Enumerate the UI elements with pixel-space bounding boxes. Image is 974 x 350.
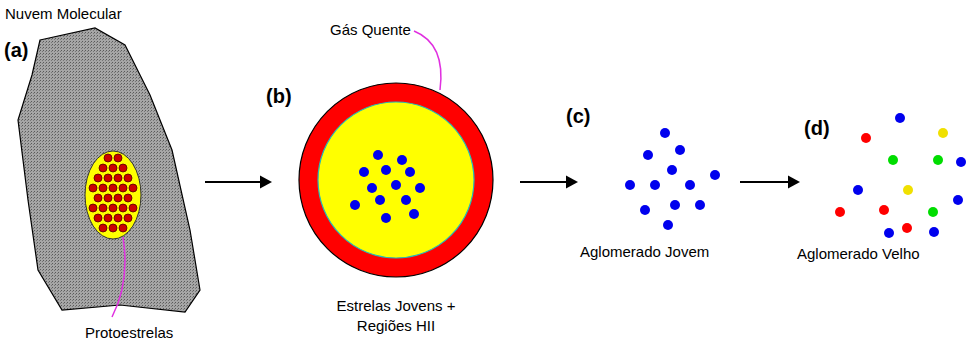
young-stars: [375, 195, 385, 205]
protostar-dots: [119, 184, 127, 192]
young-stars: [405, 167, 415, 177]
old-cluster-stars: [902, 223, 912, 233]
protostar-dots: [124, 174, 132, 182]
young-stars: [359, 167, 369, 177]
young-cluster-stars: [640, 205, 650, 215]
protostar-dots: [129, 204, 137, 212]
protostar-dots: [94, 194, 102, 202]
leader-line: [414, 31, 441, 90]
protostar-dots: [109, 164, 117, 172]
young-cluster-stars: [625, 180, 635, 190]
stage-caption: Aglomerado Jovem: [580, 242, 750, 262]
protostar-dots: [94, 174, 102, 182]
callout-label: Protoestrelas: [85, 323, 173, 342]
young-cluster-stars: [710, 170, 720, 180]
young-stars: [381, 165, 391, 175]
young-stars: [381, 213, 391, 223]
young-stars: [391, 180, 401, 190]
young-cluster-stars: [643, 150, 653, 160]
young-cluster-stars: [675, 145, 685, 155]
protostar-dots: [104, 154, 112, 162]
young-cluster-stars: [625, 128, 720, 230]
young-stars: [373, 150, 383, 160]
young-cluster-stars: [660, 128, 670, 138]
old-cluster-stars: [835, 113, 966, 238]
protostar-dots: [119, 224, 127, 232]
young-cluster-stars: [650, 180, 660, 190]
protostar-dots: [104, 194, 112, 202]
protostar-dots: [124, 194, 132, 202]
protostar-dots: [114, 194, 122, 202]
flow-arrow: [740, 176, 800, 189]
young-stars: [401, 195, 411, 205]
old-cluster-stars: [956, 157, 966, 167]
stage-caption: Nuvem Molecular: [5, 4, 185, 24]
protostar-dots: [119, 204, 127, 212]
cloud-outline: [18, 28, 200, 312]
young-cluster-stars: [685, 180, 695, 190]
stage-letter: (a): [4, 38, 28, 62]
callout-label: Gás Quente: [330, 20, 411, 39]
stage-letter: (b): [266, 84, 292, 108]
stage-caption: Estrelas Jovens + Regiões HII: [326, 296, 466, 336]
protostar-dots: [99, 204, 107, 212]
old-cluster-stars: [884, 228, 894, 238]
stage-caption: Aglomerado Velho: [797, 244, 965, 264]
old-cluster-stars: [835, 207, 845, 217]
flow-arrow: [205, 176, 272, 189]
protostar-dots: [124, 214, 132, 222]
old-cluster-stars: [928, 207, 938, 217]
stage-letter: (d): [804, 116, 830, 140]
protostar-dots: [109, 204, 117, 212]
protostar-dots: [114, 154, 122, 162]
protostar-dots: [89, 204, 97, 212]
protostar-dots: [89, 184, 97, 192]
old-cluster-stars: [879, 205, 889, 215]
young-cluster-stars: [670, 200, 680, 210]
old-cluster-stars: [853, 185, 863, 195]
protostar-dots: [94, 214, 102, 222]
young-cluster: Aglomerado Jovem: [578, 120, 728, 235]
young-cluster-stars: [667, 165, 677, 175]
young-stars: [415, 183, 425, 193]
old-cluster-stars: [888, 155, 898, 165]
protostar-dots: [114, 214, 122, 222]
protostar-dots: [89, 154, 137, 232]
old-cluster-stars: [895, 113, 905, 123]
old-cluster-stars: [929, 227, 939, 237]
young-stars: [409, 209, 419, 219]
young-stars: [397, 155, 407, 165]
young-cluster-stars: [663, 220, 673, 230]
protostar-dots: [99, 184, 107, 192]
young-cluster-stars: [695, 200, 705, 210]
protostar-dots: [99, 164, 107, 172]
old-cluster-stars: [861, 133, 871, 143]
protostar-dots: [114, 174, 122, 182]
young-stars: [367, 183, 377, 193]
old-cluster-stars: [953, 195, 963, 205]
old-cluster-stars: [938, 128, 948, 138]
old-cluster-stars: [903, 185, 913, 195]
protostar-dots: [129, 184, 137, 192]
protostar-dots: [104, 214, 112, 222]
hii-core: [318, 102, 474, 258]
flow-arrow: [520, 176, 578, 189]
hot-gas-ring: [299, 83, 493, 277]
protostar-dots: [109, 184, 117, 192]
protostar-dots: [99, 224, 107, 232]
stage-letter: (c): [566, 104, 590, 128]
protostar-dots: [109, 224, 117, 232]
old-cluster-stars: [933, 155, 943, 165]
protostar-dots: [119, 164, 127, 172]
protostar-region: [85, 151, 141, 239]
young-stars: [350, 200, 360, 210]
protostar-dots: [104, 174, 112, 182]
protostar-cloud: [85, 151, 141, 239]
